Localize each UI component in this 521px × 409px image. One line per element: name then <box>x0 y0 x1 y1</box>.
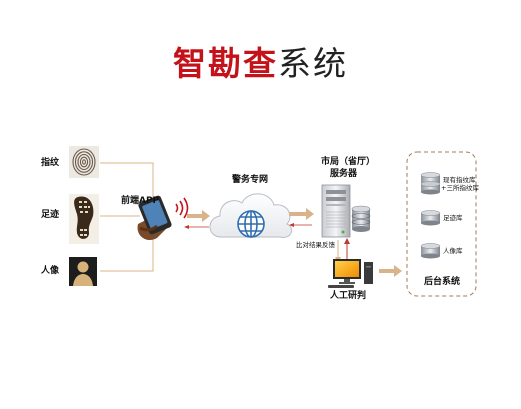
portrait-icon <box>69 257 97 286</box>
fingerprint-db-label-line1: 现有指纹库 <box>443 176 476 184</box>
police-network-label: 警务专网 <box>232 175 269 185</box>
fingerprint-icon <box>69 146 99 178</box>
workstation-icon <box>328 259 373 288</box>
server-to-cloud-arrow <box>289 223 312 227</box>
server-label-line2: 服务器 <box>330 169 358 179</box>
wireless-signal-icon <box>175 197 189 219</box>
phone-to-cloud-arrow <box>187 210 210 222</box>
cloud-to-server-arrow <box>289 208 314 220</box>
portrait-db-label: 人像库 <box>443 247 463 255</box>
phone-icon <box>137 195 172 241</box>
portrait-db-icon <box>420 243 441 259</box>
front-app-label: 前端APP <box>121 196 160 206</box>
cloud-to-phone-arrow <box>184 225 209 229</box>
footprint-db-label: 足迹库 <box>443 214 463 222</box>
page-title: 智勘查系统 <box>0 44 521 84</box>
footprint-db-icon <box>420 210 441 226</box>
portrait-label: 人像 <box>41 266 60 276</box>
manual-review-label: 人工研判 <box>330 291 367 301</box>
footprint-icon <box>69 194 99 244</box>
globe-icon <box>237 210 265 238</box>
title-red-part: 智勘查 <box>173 44 278 83</box>
fingerprint-db-icon <box>420 172 441 195</box>
server-label-line1: 市局（省厅） <box>321 157 376 167</box>
server-tower-icon <box>321 184 351 238</box>
footprint-label: 足迹 <box>41 210 60 220</box>
database-stack-icon <box>351 205 371 232</box>
fingerprint-db-label-line2: +三所指纹库 <box>441 184 479 192</box>
backend-system-label: 后台系统 <box>424 277 461 287</box>
title-dark-part: 系统 <box>278 44 348 83</box>
backend-system-box <box>406 151 477 297</box>
input-connectors <box>100 162 154 272</box>
workstation-to-server-arrow <box>344 238 350 259</box>
compare-feedback-label: 比对结果反馈 <box>296 241 335 249</box>
fingerprint-label: 指纹 <box>41 158 60 168</box>
workstation-to-backend-arrow <box>379 265 402 277</box>
